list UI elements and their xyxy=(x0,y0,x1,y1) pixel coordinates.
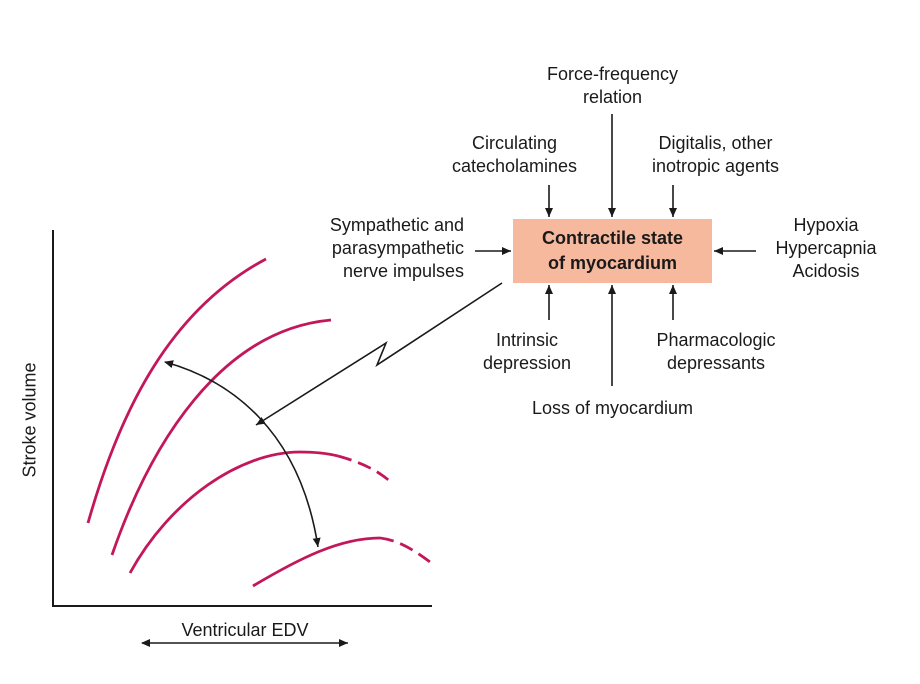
contractile-state-label: Contractile state of myocardium xyxy=(513,219,712,283)
pharmacologic-label: Pharmacologic depressants xyxy=(656,330,776,373)
y-axis-label: Stroke volume xyxy=(19,362,40,478)
intrinsic-depression-label: Intrinsic depression xyxy=(482,330,572,373)
starling-curve-1 xyxy=(86,257,267,524)
loss-of-myocardium-label: Loss of myocardium xyxy=(531,398,694,418)
box-line-1: Contractile state xyxy=(541,228,684,248)
starling-curve-4-dashed xyxy=(379,536,431,564)
starling-curve-4 xyxy=(252,536,381,588)
starling-curve-3 xyxy=(128,450,339,574)
starling-curve-2 xyxy=(110,318,332,556)
graph-axes xyxy=(52,230,432,607)
lightning-arrow xyxy=(255,282,503,426)
catecholamines-label: Circulating catecholamines xyxy=(451,133,578,176)
box-line-2: of myocardium xyxy=(547,253,677,273)
digitalis-label: Digitalis, other inotropic agents xyxy=(651,133,780,176)
starling-curve-3-dashed xyxy=(337,454,394,486)
sympathetic-label: Sympathetic and parasympathetic nerve im… xyxy=(329,215,464,281)
contractile-state-box xyxy=(513,219,712,283)
force-frequency-label: Force-frequency relation xyxy=(546,64,679,107)
hypoxia-label: Hypoxia Hypercapnia Acidosis xyxy=(775,215,877,281)
x-axis-label: Ventricular EDV xyxy=(181,620,309,640)
shift-arrow xyxy=(164,360,321,548)
